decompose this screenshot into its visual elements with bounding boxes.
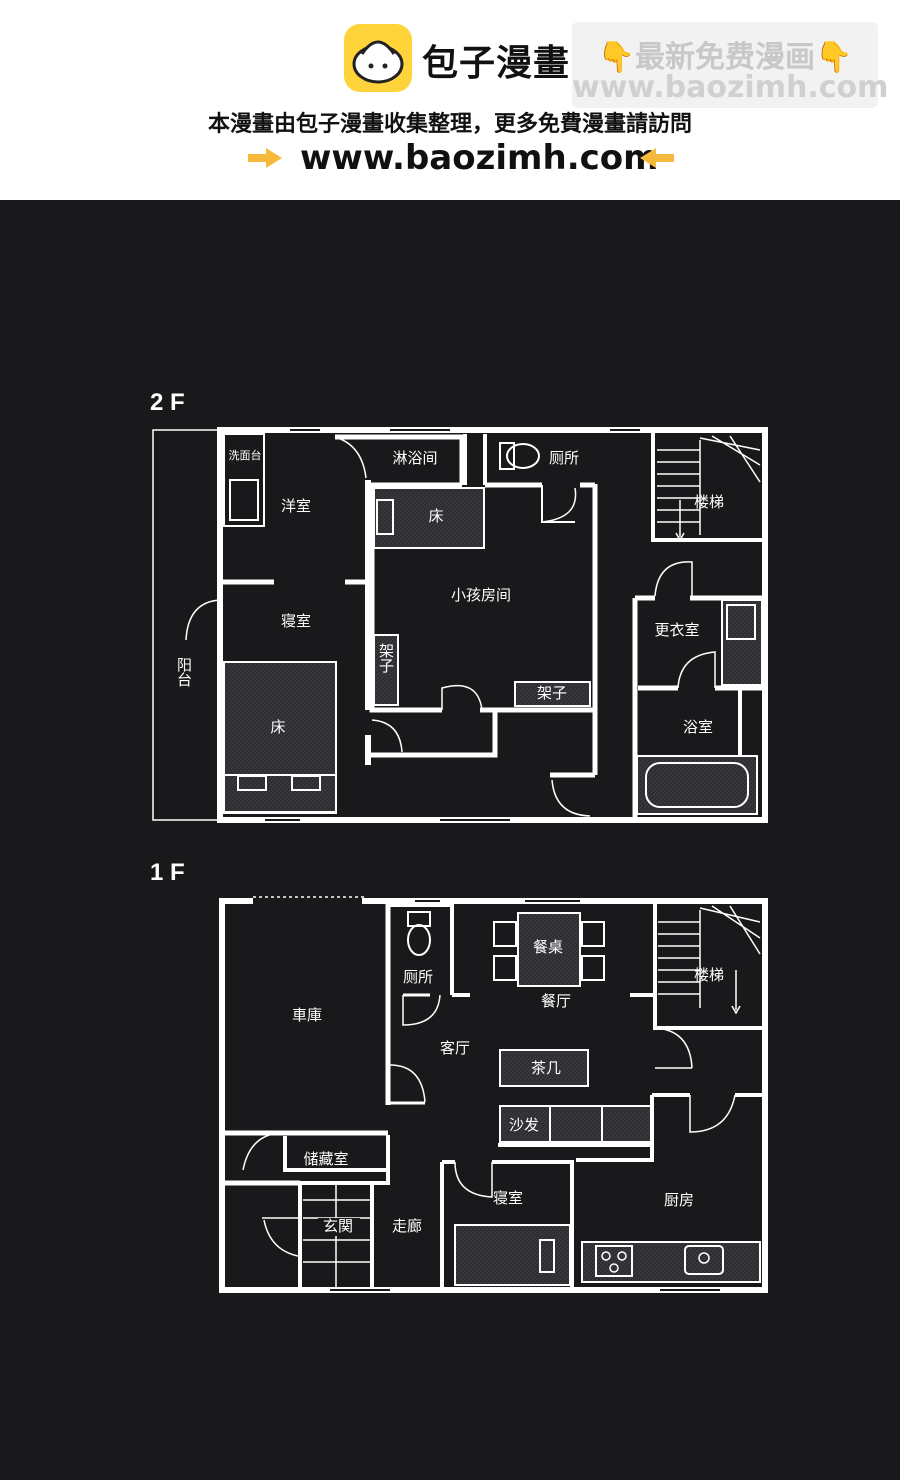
2f-outer-wall	[217, 427, 768, 823]
1f-stairs-label: 楼梯	[694, 966, 724, 984]
1f-toilet-label: 厕所	[403, 968, 433, 986]
brand-name: 包子漫畫	[422, 43, 571, 84]
2f-main-bed-label: 床	[270, 718, 285, 736]
right-shelf	[514, 681, 591, 707]
floor-2-plan	[152, 427, 768, 823]
2f-title: 2 F	[150, 389, 185, 416]
2f-dressing-label: 更衣室	[654, 621, 699, 639]
pointing-hand-left-icon	[640, 148, 674, 168]
1f-living-label: 客厅	[440, 1039, 470, 1057]
2f-left-shelf-label: 架子	[377, 643, 395, 673]
2f-bath-label: 浴室	[683, 718, 713, 736]
balcony-outline	[152, 429, 221, 821]
2f-kid-bed-label: 床	[428, 507, 443, 525]
2f-western-room-label: 洋室	[281, 497, 311, 515]
promo-box[interactable]: 👇最新免费漫画👇 www.baozimh.com	[572, 22, 889, 108]
1f-coffee-table-label: 茶几	[531, 1059, 561, 1077]
1f-outer-wall	[219, 898, 768, 1293]
2f-stairs-label: 楼梯	[694, 493, 724, 511]
2f-sink-label: 洗面台	[229, 448, 262, 462]
site-url-link[interactable]: www.baozimh.com	[300, 138, 659, 178]
notice-text: 本漫畫由包子漫畫收集整理，更多免費漫畫請訪問	[207, 112, 692, 137]
pointing-hand-right-icon	[248, 148, 282, 168]
coffee-table	[499, 1049, 589, 1087]
2f-kids-room-label: 小孩房间	[451, 586, 511, 604]
promo-title: 👇最新免费漫画👇	[597, 40, 853, 75]
watermark-banner: 包子漫畫 👇最新免费漫画👇 www.baozimh.com 本漫畫由包子漫畫收集…	[0, 0, 900, 200]
sink-cabinet	[223, 433, 265, 527]
2f-stairs	[657, 435, 761, 542]
1f-title: 1 F	[150, 859, 185, 886]
1f-dining-table-label: 餐桌	[533, 938, 563, 956]
2f-right-shelf-label: 架子	[537, 684, 567, 702]
1f-stairs	[658, 905, 761, 1015]
2f-balcony-label: 阳台	[175, 657, 193, 687]
1f-bed	[454, 1224, 571, 1286]
1f-bedroom-label: 寝室	[493, 1189, 523, 1207]
left-shelf	[373, 634, 399, 706]
dining-table	[517, 912, 581, 987]
1f-entrance-label: 玄関	[323, 1217, 353, 1235]
1f-garage-label: 車庫	[292, 1006, 322, 1024]
floor-1-plan	[219, 896, 768, 1293]
promo-url: www.baozimh.com	[572, 70, 889, 105]
main-bed	[223, 661, 337, 813]
1f-kitchen-label: 厨房	[664, 1191, 694, 1209]
1f-sofa-label: 沙发	[509, 1116, 539, 1134]
1f-dining-label: 餐厅	[541, 992, 571, 1010]
bun-logo-icon	[344, 24, 412, 92]
entrance-steps	[303, 1183, 372, 1290]
floor-plan: 2 F 洗面台 洋室 淋浴间 厕所 楼梯 床 小孩房间 寝室 阳台 架子 架子 …	[150, 389, 768, 1293]
sofa	[499, 1105, 653, 1143]
1f-storage-label: 储藏室	[303, 1150, 348, 1168]
2f-bedroom-label: 寝室	[281, 612, 311, 630]
2f-shower-label: 淋浴间	[392, 449, 437, 467]
2f-toilet-label: 厕所	[549, 449, 579, 467]
1f-hallway-label: 走廊	[392, 1217, 422, 1235]
bathtub	[636, 755, 758, 815]
